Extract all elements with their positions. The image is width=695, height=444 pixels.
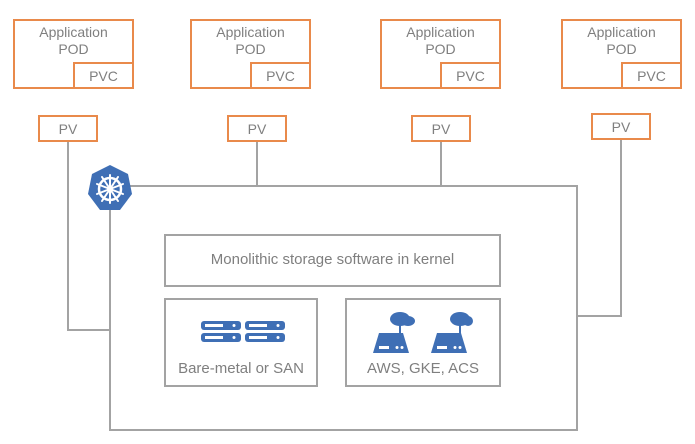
- pod-label-line1: Application: [406, 24, 475, 40]
- connector-pv4: [577, 140, 622, 317]
- cloud-server-icon: [373, 311, 473, 355]
- baremetal-label: Bare-metal or SAN: [178, 360, 304, 377]
- pv-label-2: PV: [247, 121, 267, 137]
- cloud-box: AWS, GKE, ACS: [345, 298, 501, 387]
- pod-label-line2: POD: [425, 41, 456, 57]
- pv-box-2: PV: [227, 115, 287, 142]
- pv-label-4: PV: [611, 119, 631, 135]
- pv-box-3: PV: [411, 115, 471, 142]
- pv-label-3: PV: [431, 121, 451, 137]
- pvc-label-1: PVC: [89, 68, 118, 84]
- pod-label-line2: POD: [58, 41, 89, 57]
- pvc-label-3: PVC: [456, 68, 485, 84]
- pvc-box-2: PVC: [250, 62, 311, 89]
- connector-pv1: [67, 140, 110, 331]
- server-rack-icon: [201, 321, 286, 343]
- pvc-box-1: PVC: [73, 62, 134, 89]
- pod-label-line1: Application: [216, 24, 285, 40]
- pvc-label-2: PVC: [266, 68, 295, 84]
- kernel-storage-box: Monolithic storage software in kernel: [164, 234, 501, 287]
- pod-label-line1: Application: [587, 24, 656, 40]
- baremetal-box: Bare-metal or SAN: [164, 298, 318, 387]
- pvc-box-3: PVC: [440, 62, 501, 89]
- kubernetes-helm-icon: [85, 163, 135, 213]
- pod-label-line1: Application: [39, 24, 108, 40]
- kernel-storage-label: Monolithic storage software in kernel: [210, 251, 455, 268]
- cloud-label: AWS, GKE, ACS: [367, 360, 479, 377]
- pvc-box-4: PVC: [621, 62, 682, 89]
- application-pod-2: Application POD: [190, 19, 311, 89]
- pv-box-1: PV: [38, 115, 98, 142]
- pod-label-line2: POD: [606, 41, 637, 57]
- pvc-label-4: PVC: [637, 68, 666, 84]
- pv-label-1: PV: [58, 121, 78, 137]
- pod-label-line2: POD: [235, 41, 266, 57]
- pv-box-4: PV: [591, 113, 651, 140]
